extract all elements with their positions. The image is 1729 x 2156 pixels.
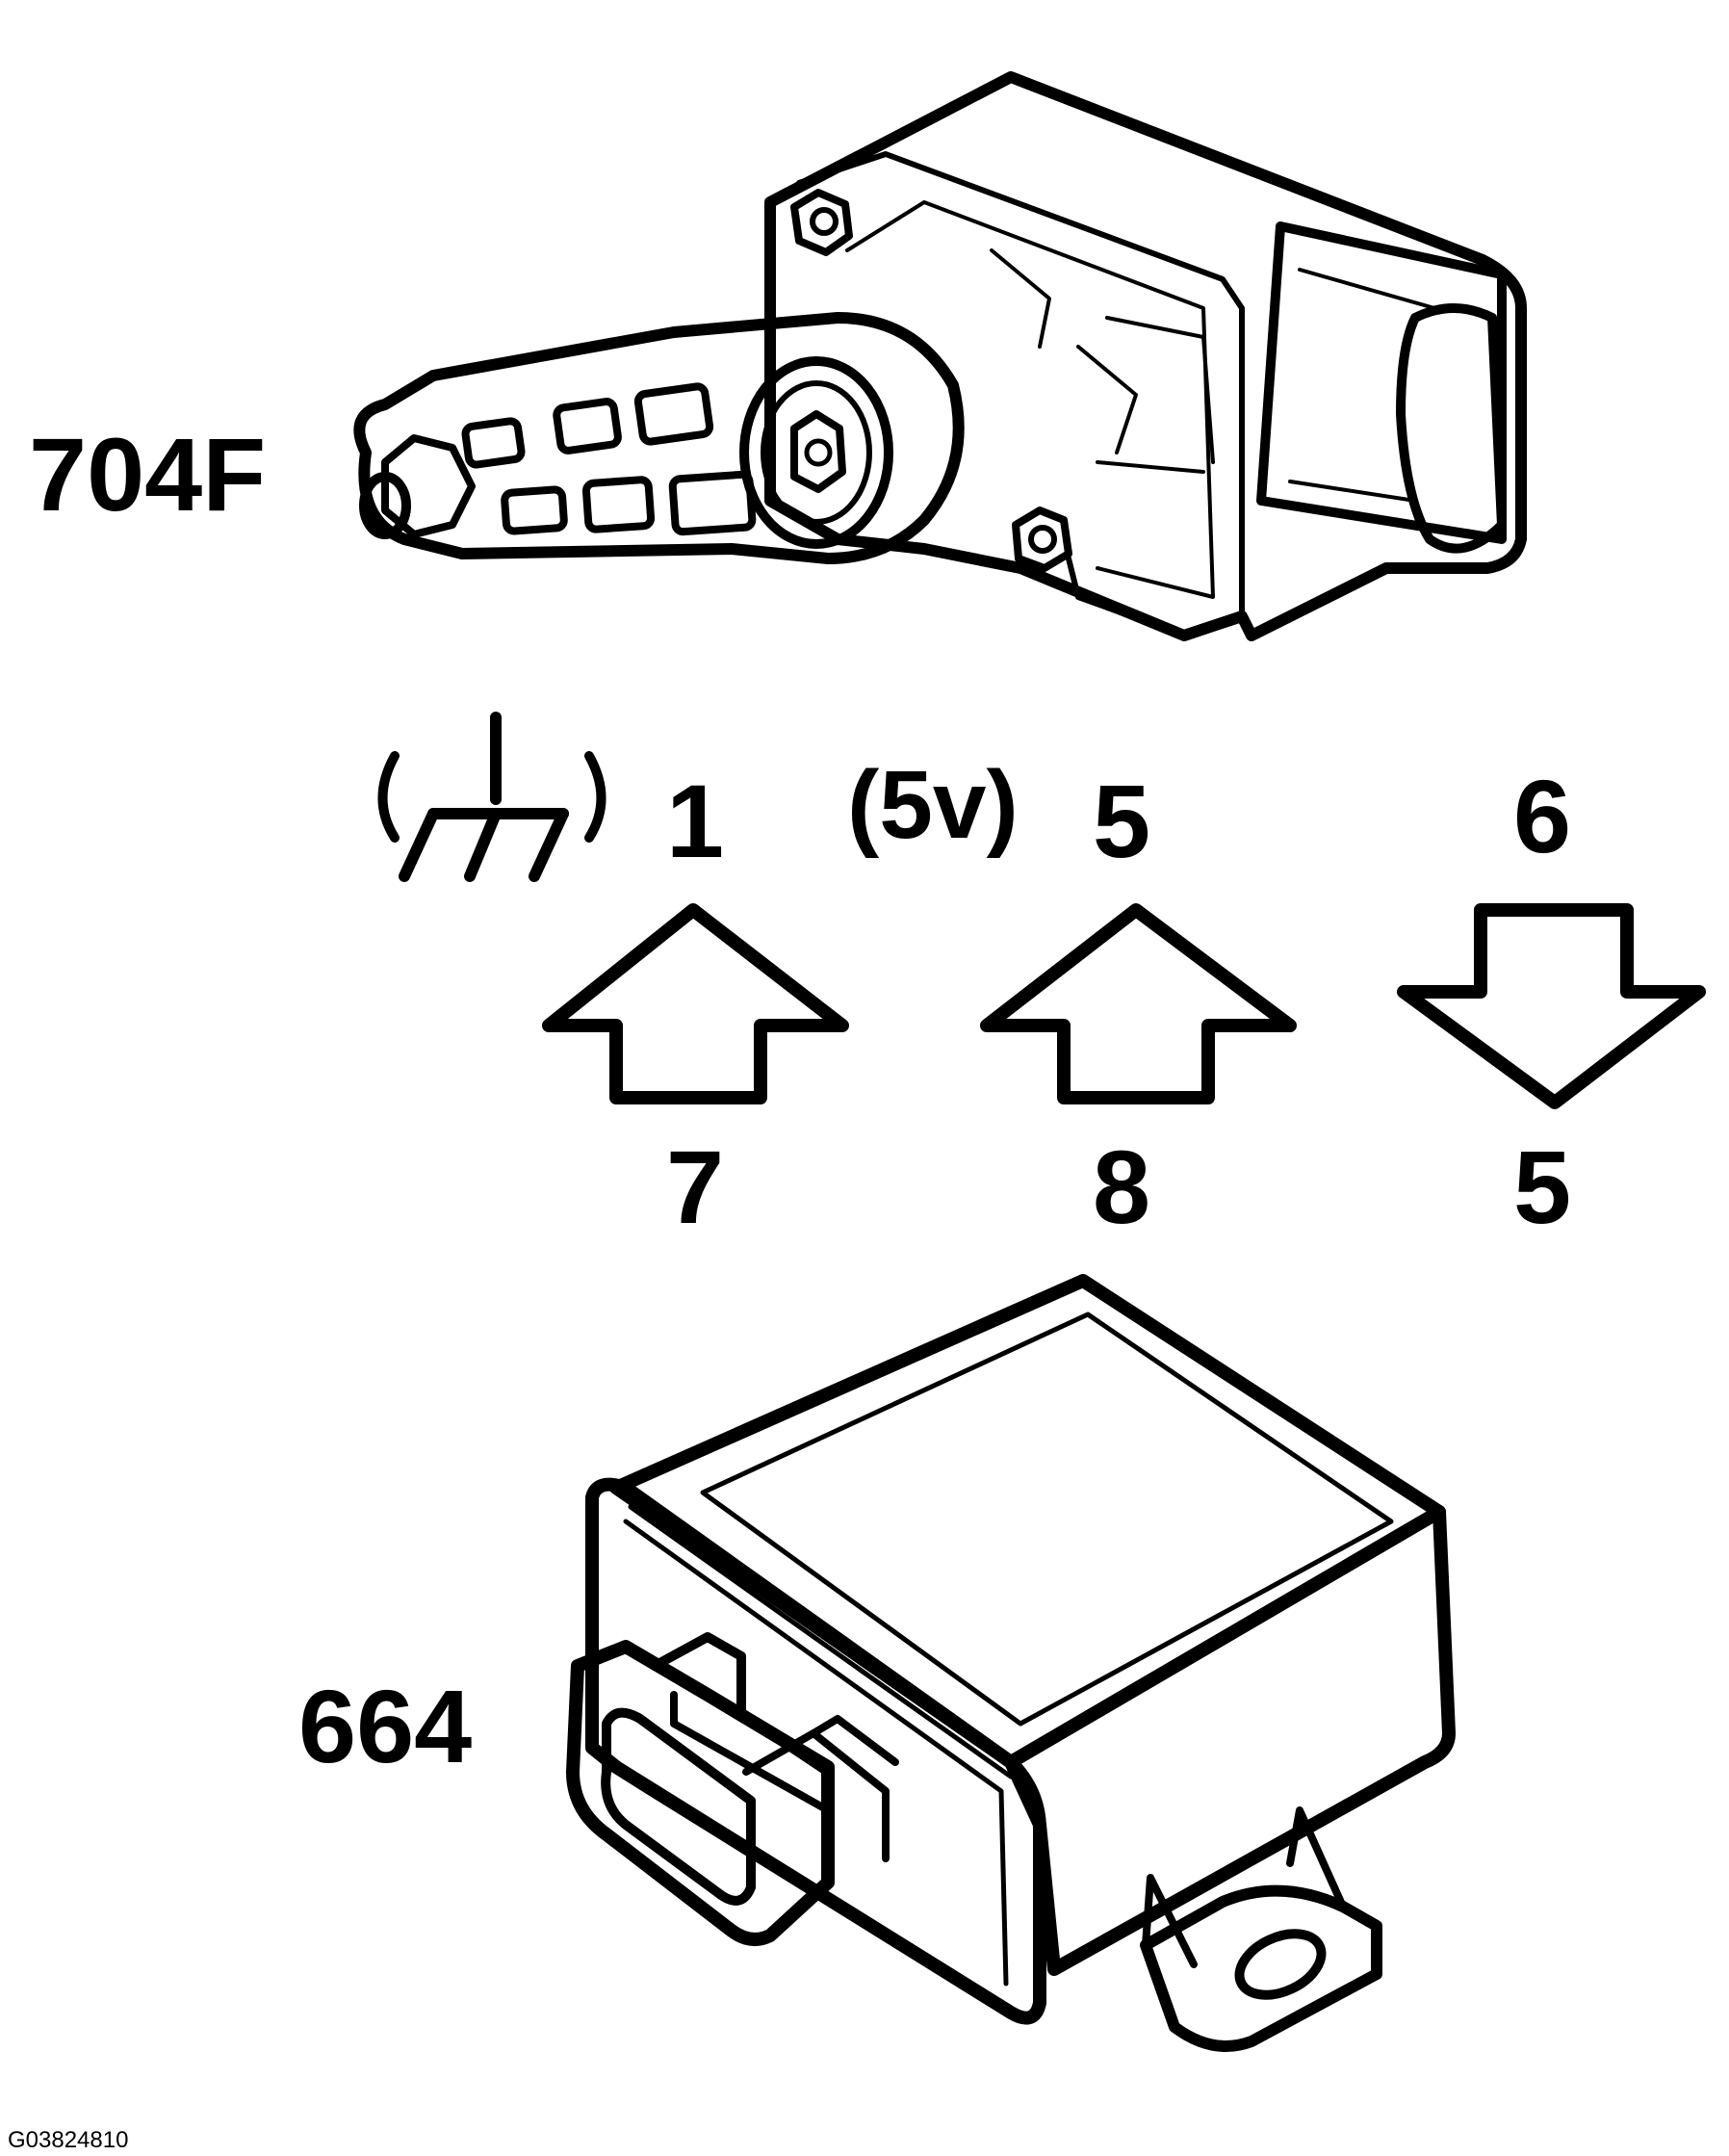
height-sensor-704f <box>353 71 1527 641</box>
module-label: 664 <box>298 1668 472 1784</box>
signal-2-prefix: (5v) <box>847 751 1019 859</box>
arrow-up-2-icon <box>980 903 1297 1104</box>
signal-2-bottom-label: 8 <box>1093 1129 1150 1245</box>
signal-3-top-label: 6 <box>1513 758 1571 874</box>
control-module-664 <box>566 1274 1456 2052</box>
ground-symbol-icon <box>377 712 606 882</box>
signal-1-top-label: 1 <box>666 763 724 879</box>
arrow-down-icon <box>1397 903 1706 1109</box>
arrow-up-1-icon <box>542 903 849 1104</box>
figure-id: G03824810 <box>8 2127 128 2153</box>
signal-1-bottom-label: 7 <box>666 1129 724 1245</box>
signal-3-bottom-label: 5 <box>1513 1129 1571 1245</box>
sensor-label: 704F <box>29 416 266 533</box>
signal-2-top-label: 5 <box>1093 763 1150 879</box>
